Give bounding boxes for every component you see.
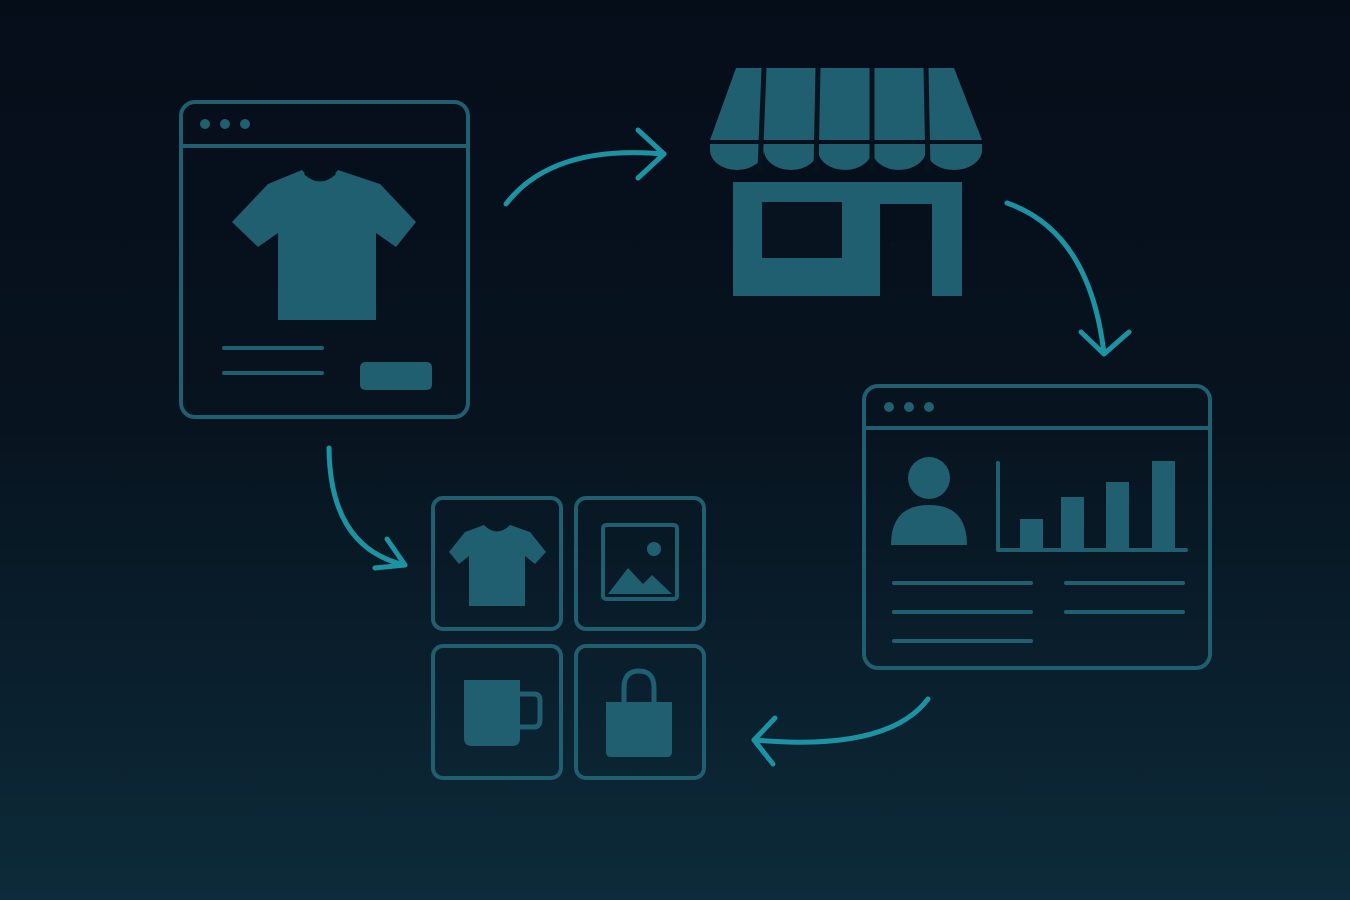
awning-scallops <box>710 144 982 170</box>
bar-chart-icon <box>996 461 1188 552</box>
tshirt-icon <box>232 170 416 320</box>
grid-cell <box>431 496 563 631</box>
product-grid-icon <box>431 496 706 780</box>
user-avatar-icon <box>891 457 967 545</box>
window-dots-icon <box>884 402 934 412</box>
storefront-icon <box>710 67 982 296</box>
browser-window-frame <box>862 384 1212 670</box>
tshirt-icon <box>449 525 546 606</box>
product-page-tshirt-icon <box>179 100 470 419</box>
arrow-product-to-storefront <box>503 127 667 207</box>
grid-cell <box>574 644 706 780</box>
storefront-window <box>762 202 842 258</box>
image-icon <box>601 523 679 601</box>
window-dots-icon <box>200 119 250 129</box>
storefront-awning <box>710 68 982 140</box>
browser-window-frame <box>179 100 470 419</box>
arrow-storefront-to-dashboard <box>1004 200 1132 357</box>
customer-analytics-window-icon <box>862 384 1212 670</box>
grid-cell <box>574 496 706 631</box>
mug-icon <box>464 680 543 746</box>
awning-stripes <box>757 67 931 171</box>
arrow-product-to-catalog <box>326 445 408 571</box>
add-to-cart-button-shape <box>360 362 432 390</box>
arrow-dashboard-to-catalog <box>751 696 931 767</box>
shopping-bag-icon <box>606 668 672 757</box>
tshirt-collar <box>304 172 336 182</box>
grid-cell <box>431 644 563 780</box>
door-knob <box>889 242 897 250</box>
